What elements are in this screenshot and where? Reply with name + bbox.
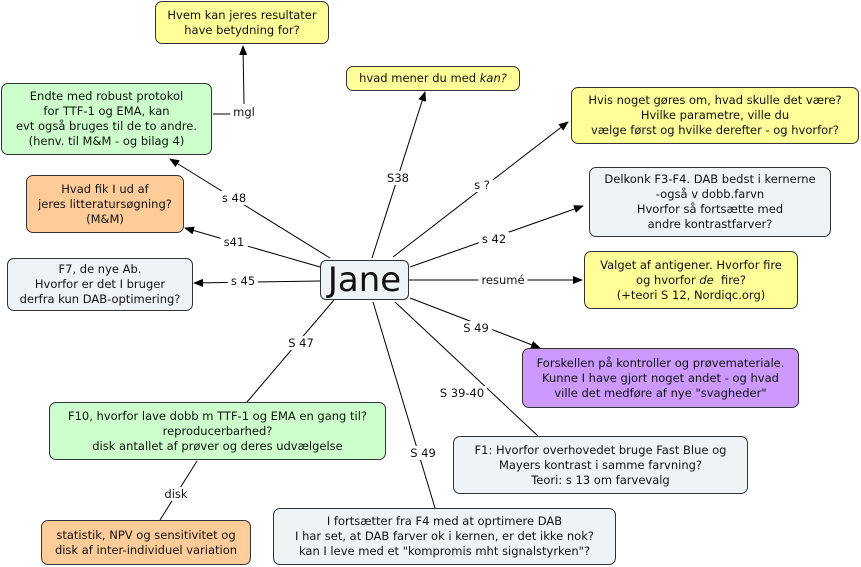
link-label-s-question: s ? — [471, 178, 493, 192]
link-label-s41: s41 — [220, 235, 248, 249]
node-statistik[interactable]: statistik, NPV og sensitivitet og disk a… — [41, 520, 251, 565]
center-node-jane[interactable]: Jane — [320, 260, 409, 300]
link-label-s39-40: S 39-40 — [436, 386, 488, 400]
node-hvem[interactable]: Hvem kan jeres resultater have betydning… — [155, 1, 329, 44]
edge-s41 — [184, 226, 321, 268]
node-hvad-mener[interactable]: hvad mener du med kan? — [346, 66, 520, 91]
node-text-italic: de — [699, 272, 714, 287]
edge-s3940 — [394, 301, 539, 437]
node-text-line: Valget af antigener. Hvorfor fire — [600, 257, 782, 272]
node-f1[interactable]: F1: Hvorfor overhovedet bruge Fast Blue … — [453, 436, 748, 494]
node-text-italic: kan? — [479, 71, 507, 85]
node-text: hvad mener du med kan? — [359, 71, 507, 86]
edge-mgl-b — [239, 45, 248, 105]
node-endte[interactable]: Endte med robust protokol for TTF-1 og E… — [1, 83, 212, 155]
node-text: Hvis noget gøres om, hvad skulle det vær… — [588, 93, 842, 137]
node-text: Delkonk F3-F4. DAB bedst i kernerne -ogs… — [604, 172, 816, 231]
node-text: Forskellen på kontroller og prøvemateria… — [536, 355, 785, 400]
node-hvad-fik[interactable]: Hvad fik I ud af jeres litteratursøgning… — [26, 175, 184, 233]
node-f10[interactable]: F10, hvorfor lave dobb m TTF-1 og EMA en… — [49, 402, 386, 460]
link-label-s42: s 42 — [478, 232, 510, 246]
node-fortsaetter[interactable]: I fortsætter fra F4 med at oprtimere DAB… — [273, 508, 616, 565]
node-forskellen[interactable]: Forskellen på kontroller og prøvemateria… — [522, 348, 799, 408]
node-text: Hvad fik I ud af jeres litteratursøgning… — [38, 181, 172, 226]
center-label: Jane — [327, 260, 402, 300]
edge-s47 — [246, 299, 335, 403]
link-label-resume: resumé — [478, 273, 528, 287]
node-hvis[interactable]: Hvis noget gøres om, hvad skulle det vær… — [571, 87, 859, 144]
node-text: Endte med robust protokol for TTF-1 og E… — [15, 89, 198, 148]
link-label-s45: s 45 — [227, 274, 259, 288]
edge-s48 — [169, 158, 331, 259]
link-label-s49-lower: S 49 — [407, 446, 439, 460]
node-text: F7, de nye Ab. Hvorfor er det I bruger d… — [19, 262, 181, 306]
link-label-disk: disk — [161, 487, 191, 501]
node-text: F10, hvorfor lave dobb m TTF-1 og EMA en… — [67, 408, 367, 453]
link-label-s49-upper: S 49 — [460, 321, 492, 335]
node-text: Hvem kan jeres resultater have betydning… — [167, 7, 317, 37]
node-text: statistik, NPV og sensitivitet og disk a… — [54, 527, 238, 557]
edge-s49b — [372, 301, 436, 509]
link-label-s38: S38 — [384, 171, 412, 185]
link-label-mgl: mgl — [230, 105, 258, 119]
node-f7[interactable]: F7, de nye Ab. Hvorfor er det I bruger d… — [7, 258, 193, 311]
node-delkonk[interactable]: Delkonk F3-F4. DAB bedst i kernerne -ogs… — [589, 167, 831, 237]
node-text-line: og hvorfor — [636, 272, 700, 287]
node-text: F1: Hvorfor overhovedet bruge Fast Blue … — [474, 442, 727, 487]
node-text: I fortsætter fra F4 med at oprtimere DAB… — [295, 514, 594, 558]
link-label-s47: S 47 — [285, 336, 317, 350]
link-label-s48: s 48 — [218, 191, 250, 205]
node-text-line: fire? — [713, 272, 746, 287]
node-text-plain: hvad mener du med — [359, 71, 480, 85]
node-text-line: (+teori S 12, Nordiqc.org) — [616, 287, 766, 302]
